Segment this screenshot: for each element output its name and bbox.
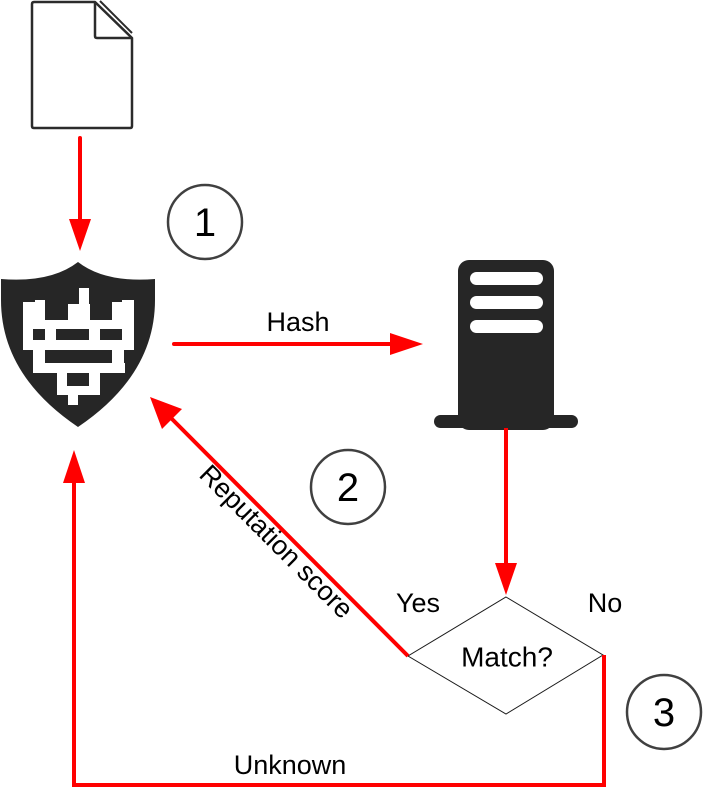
arrow-hash: Hash (172, 307, 423, 355)
decision-match: Match? (407, 596, 604, 715)
edge-label-hash: Hash (266, 307, 329, 337)
arrow-reputation-score: Reputation score (150, 397, 410, 658)
step-number-2: 2 (337, 466, 359, 510)
server-icon (434, 260, 578, 430)
document-icon (30, 0, 134, 130)
step-marker-3: 3 (625, 673, 703, 751)
step-number-3: 3 (653, 691, 675, 735)
step-marker-2: 2 (309, 448, 387, 526)
decision-label: Match? (461, 642, 553, 673)
branch-label-yes: Yes (396, 588, 440, 618)
arrow-server-to-decision (495, 428, 517, 595)
arrow-unknown: Unknown (63, 450, 606, 787)
branch-label-no: No (588, 588, 623, 618)
firewall-shield-icon (1, 262, 155, 427)
edge-label-unknown: Unknown (234, 750, 347, 780)
arrow-file-to-firewall (69, 136, 91, 251)
step-number-1: 1 (194, 201, 216, 245)
step-marker-1: 1 (166, 183, 244, 261)
